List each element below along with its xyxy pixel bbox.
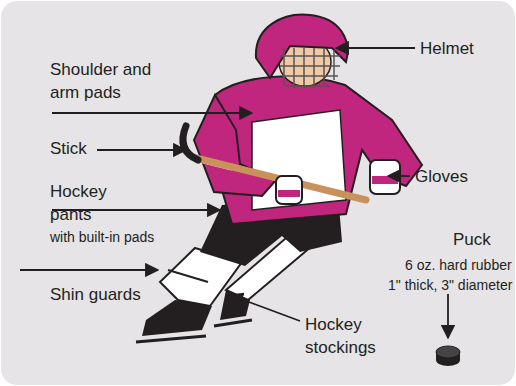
part-label: Shin guards — [50, 284, 180, 305]
skate-boot — [220, 290, 250, 320]
jersey — [215, 76, 422, 224]
skate-boot — [142, 300, 212, 336]
part-label: Puck — [453, 229, 513, 250]
part-label: Hockey stockings — [305, 313, 395, 359]
leader-arrow — [97, 149, 186, 151]
part-label: Shoulder and arm pads — [50, 58, 165, 104]
puck-top — [436, 346, 460, 358]
stick-blade — [183, 126, 198, 160]
leader-arrow — [20, 269, 158, 271]
glove-cuff — [372, 176, 398, 184]
glove — [276, 176, 302, 204]
part-label: Stick — [50, 138, 130, 159]
leader-arrow — [447, 294, 449, 338]
glove-cuff — [278, 190, 300, 197]
part-label: Helmet — [420, 38, 510, 59]
part-label: with built-in pads — [50, 228, 220, 246]
skate-blade — [136, 336, 206, 342]
glove — [370, 160, 400, 194]
shin-guard-strap — [168, 270, 208, 282]
skate-blade — [214, 320, 252, 326]
leader-arrow — [388, 175, 410, 177]
part-label: 1" thick, 3" diameter — [388, 276, 516, 294]
part-label: Hockey pants — [50, 180, 122, 226]
face-cage — [280, 48, 340, 88]
leader-arrow — [230, 295, 300, 321]
part-label: 6 oz. hard rubber — [405, 256, 515, 274]
part-label: Gloves — [415, 166, 505, 187]
leader-arrow — [52, 112, 252, 114]
leader-arrow — [336, 47, 415, 49]
jersey-sleeve — [194, 95, 276, 196]
